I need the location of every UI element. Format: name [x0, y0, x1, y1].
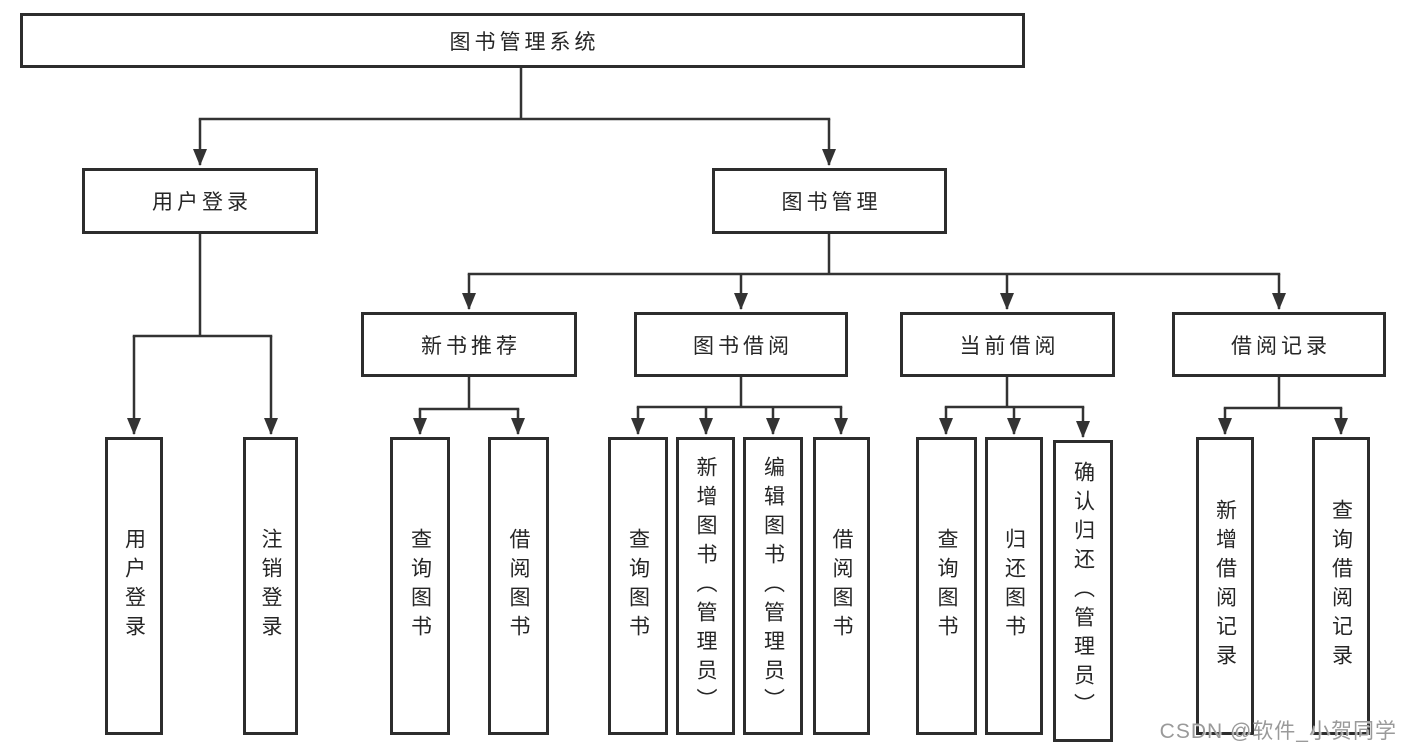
leaf-logout-label: 注销登录: [259, 528, 283, 644]
node-user-login: 用户登录: [82, 168, 318, 234]
node-current-borrow: 当前借阅: [900, 312, 1115, 377]
leaf-query-borrow-record: 查询借阅记录: [1312, 437, 1370, 735]
leaf-query-books-3-label: 查询图书: [935, 528, 959, 644]
leaf-borrow-books-2: 借阅图书: [813, 437, 870, 735]
leaf-query-books-1-label: 查询图书: [408, 528, 432, 644]
leaf-query-books-2-label: 查询图书: [626, 528, 650, 644]
node-root-system: 图书管理系统: [20, 13, 1025, 68]
leaf-add-book-admin-label: 新增图书（管理员）: [694, 455, 718, 717]
node-book-borrow: 图书借阅: [634, 312, 848, 377]
leaf-user-login-label: 用户登录: [122, 528, 146, 644]
leaf-return-books: 归还图书: [985, 437, 1043, 735]
node-current-borrow-label: 当前借阅: [959, 334, 1060, 358]
connector-arrows: [127, 119, 1348, 438]
node-new-book-recommend-label: 新书推荐: [421, 334, 521, 358]
leaf-return-books-label: 归还图书: [1002, 528, 1026, 644]
leaf-query-books-2: 查询图书: [608, 437, 668, 735]
leaf-add-book-admin: 新增图书（管理员）: [676, 437, 735, 735]
node-book-management-label: 图书管理: [781, 191, 882, 214]
csdn-watermark: CSDN @软件_小贺同学: [1159, 720, 1397, 743]
leaf-query-borrow-record-label: 查询借阅记录: [1329, 499, 1353, 673]
node-borrow-records-label: 借阅记录: [1231, 334, 1331, 358]
leaf-query-books-3: 查询图书: [916, 437, 977, 735]
leaf-add-borrow-record: 新增借阅记录: [1196, 437, 1254, 735]
node-new-book-recommend: 新书推荐: [361, 312, 577, 377]
leaf-confirm-return-admin-label: 确认归还（管理员）: [1071, 460, 1095, 722]
leaf-add-borrow-record-label: 新增借阅记录: [1213, 499, 1237, 673]
leaf-user-login: 用户登录: [105, 437, 163, 735]
leaf-edit-book-admin-label: 编辑图书（管理员）: [761, 455, 785, 717]
leaf-logout: 注销登录: [243, 437, 298, 735]
node-book-borrow-label: 图书借阅: [693, 334, 793, 358]
node-book-management: 图书管理: [712, 168, 947, 234]
leaf-query-books-1: 查询图书: [390, 437, 450, 735]
node-user-login-label: 用户登录: [152, 191, 252, 214]
leaf-borrow-books-2-label: 借阅图书: [830, 528, 854, 644]
leaf-edit-book-admin: 编辑图书（管理员）: [743, 437, 803, 735]
node-borrow-records: 借阅记录: [1172, 312, 1386, 377]
leaf-confirm-return-admin: 确认归还（管理员）: [1053, 440, 1113, 742]
leaf-borrow-books-1: 借阅图书: [488, 437, 549, 735]
leaf-borrow-books-1-label: 借阅图书: [507, 528, 531, 644]
node-root-system-label: 图书管理系统: [449, 30, 600, 54]
